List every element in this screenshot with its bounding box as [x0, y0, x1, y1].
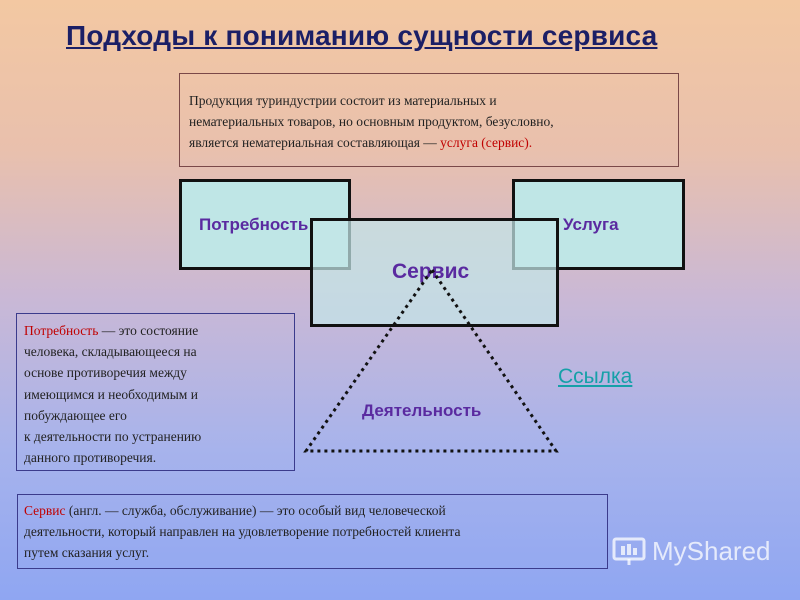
service-box — [310, 218, 559, 327]
need-def-line-4: имеющимся и необходимым и — [24, 386, 198, 402]
slide-title: Подходы к пониманию сущности сервиса — [66, 20, 658, 51]
service-def-first-rest: (англ. — служба, обслуживание) — это осо… — [65, 503, 446, 518]
intro-highlight: услуга (сервис). — [440, 135, 533, 150]
service-definition: Сервис (англ. — служба, обслуживание) — … — [17, 494, 608, 569]
watermark: MyShared — [612, 536, 771, 567]
activity-label: Деятельность — [362, 401, 482, 420]
service-def-line-1: Сервис (англ. — служба, обслуживание) — … — [24, 500, 607, 521]
intro-line-1: Продукция туриндустрии состоит из матери… — [189, 93, 497, 108]
need-def-line-3: основе противоречия между — [24, 365, 187, 381]
need-def-line-5: побуждающее его — [24, 407, 127, 423]
service-type-label: Услуга — [563, 215, 619, 234]
need-def-line-1: Потребность — это состояние — [24, 320, 294, 341]
need-label: Потребность — [199, 215, 309, 234]
need-def-line-2: человека, складывающееся на — [24, 344, 197, 360]
reference-link[interactable]: Ссылка — [558, 365, 633, 388]
service-def-line-2: деятельности, который направлен на удовл… — [24, 524, 461, 539]
watermark-text: MyShared — [652, 536, 771, 566]
intro-line-3-text: является нематериальная составляющая — — [189, 135, 437, 150]
need-definition: Потребность — это состояние человека, ск… — [16, 313, 295, 471]
presentation-icon — [612, 537, 646, 565]
service-def-line-3: путем сказания услуг. — [24, 545, 150, 560]
need-def-first-rest: — это состояние — [98, 323, 199, 338]
activity-triangle — [303, 267, 559, 453]
intro-note: Продукция туриндустрии состоит из матери… — [179, 73, 679, 167]
intro-line-2: нематериальных товаров, но основным прод… — [189, 114, 554, 129]
need-def-line-6: к деятельности по устранению — [24, 429, 202, 445]
need-def-term: Потребность — [24, 323, 99, 338]
need-def-line-7: данного противоречия. — [24, 450, 157, 466]
intro-line-3: является нематериальная составляющая — у… — [189, 132, 678, 153]
service-def-term: Сервис — [24, 503, 66, 518]
